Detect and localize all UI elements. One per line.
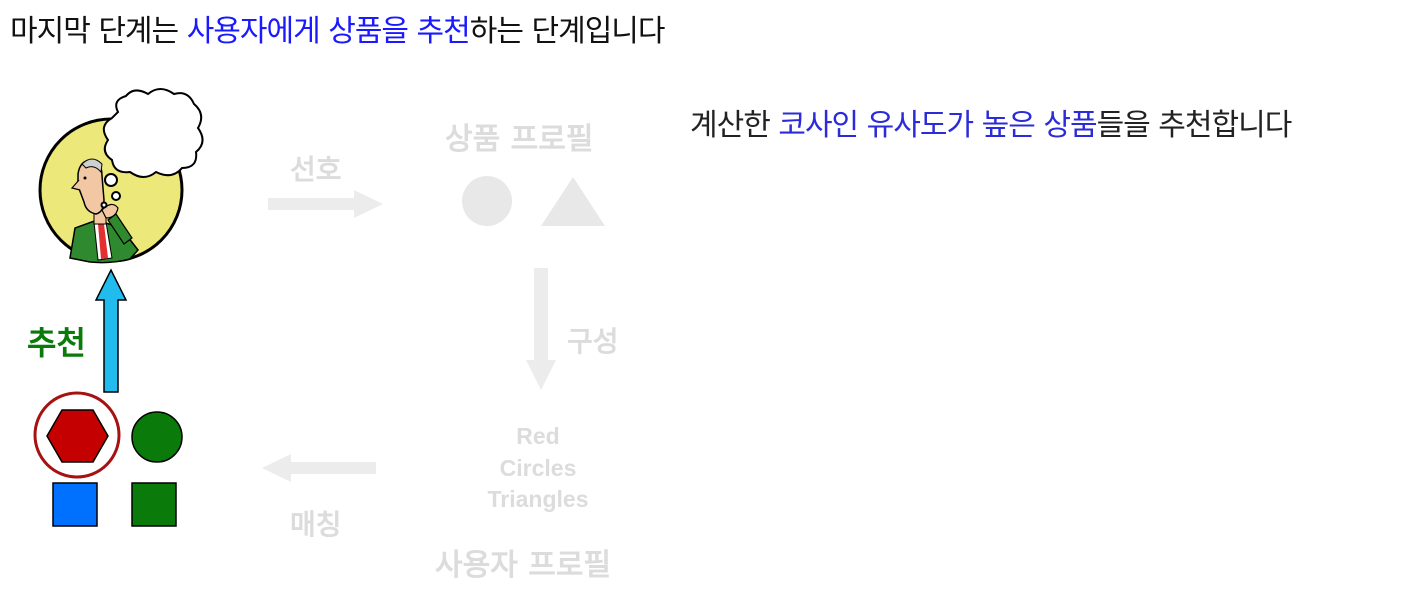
user-profile-word: Circles: [499, 454, 577, 481]
matching-label: 매칭: [290, 508, 342, 541]
recommended-item[interactable]: [33, 391, 121, 479]
thought-bubble-icon: [100, 88, 204, 209]
compose-label: 구성: [567, 325, 619, 358]
product-profile-label: 상품 프로필: [445, 122, 594, 157]
hexagon-shape-icon: [46, 409, 109, 463]
page-title: 마지막 단계는 사용자에게 상품을 추천하는 단계입니다: [10, 6, 666, 50]
blue-square-item[interactable]: [52, 482, 98, 527]
circle-shape-icon: [462, 176, 512, 226]
preference-arrow: [268, 190, 383, 218]
title-highlight: 사용자에게 상품을 추천: [186, 14, 471, 49]
user-profile-word: Triangles: [487, 486, 589, 512]
user-profile-word: Red: [516, 423, 560, 449]
title-text-2: 하는 단계입니다: [469, 14, 666, 49]
recommend-label: 추천: [27, 324, 86, 362]
desc-text-1: 계산한: [690, 108, 779, 143]
user-profile-words: Red Circles Triangles: [468, 421, 608, 516]
desc-highlight: 코사인 유사도가 높은 상품: [778, 108, 1097, 143]
desc-text-2: 들을 추천합니다: [1096, 108, 1293, 143]
user-profile-label: 사용자 프로필: [435, 548, 612, 583]
step-description: 계산한 코사인 유사도가 높은 상품들을 추천합니다: [690, 100, 1293, 144]
triangle-shape-icon: [541, 177, 605, 226]
matching-arrow: [262, 454, 376, 482]
preference-label: 선호: [290, 153, 342, 186]
compose-arrow: [526, 268, 556, 390]
green-circle-item[interactable]: [131, 411, 183, 463]
title-text-1: 마지막 단계는: [10, 14, 187, 49]
recommend-arrow[interactable]: [94, 268, 128, 393]
green-square-item[interactable]: [131, 482, 177, 527]
